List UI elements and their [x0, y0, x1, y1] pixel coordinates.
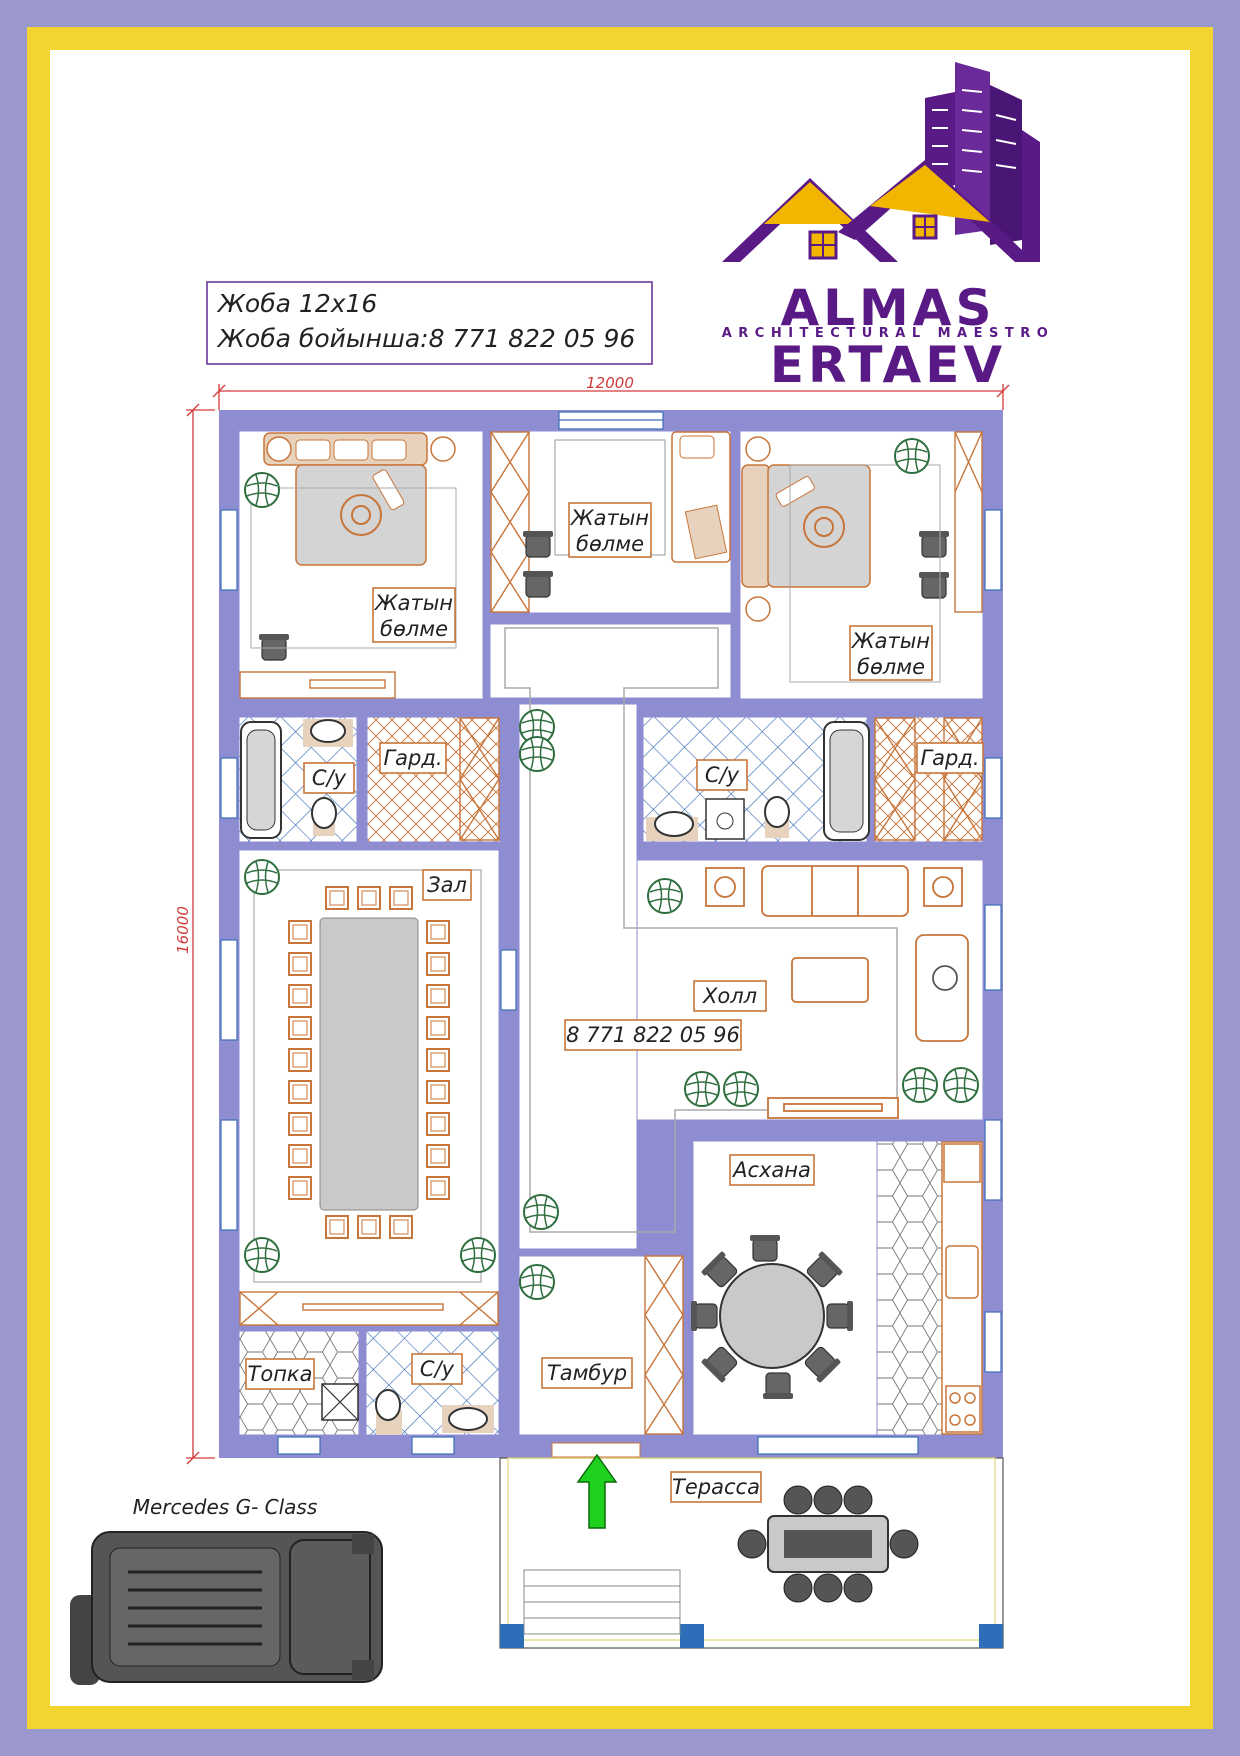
lobby-sofa-set: [705, 865, 969, 1119]
svg-text:8 771 822 05 96: 8 771 822 05 96: [566, 1023, 740, 1047]
brand-name-bottom: ERTAEV: [770, 336, 1006, 394]
svg-text:Асхана: Асхана: [731, 1158, 811, 1182]
project-contact-text: Жоба бойынша:8 771 822 05 96: [216, 324, 635, 353]
brand-tagline: ARCHITECTURAL MAESTRO: [722, 326, 1055, 341]
label-wardrobe-right: Гард.: [916, 742, 984, 774]
label-bedroom-center: Жатын бөлме: [568, 502, 652, 558]
windows: [220, 411, 1002, 1455]
corridor: [518, 703, 638, 1250]
dimension-width: [212, 384, 1010, 410]
project-info-box: Жоба 12х16 Жоба бойынша:8 771 822 05 96: [206, 281, 653, 365]
svg-text:бөлме: бөлме: [380, 617, 448, 641]
svg-text:Гард.: Гард.: [383, 746, 442, 770]
label-phone: 8 771 822 05 96: [564, 1019, 742, 1051]
bed-left: [263, 432, 456, 566]
dimension-height-label: 16000: [174, 906, 192, 954]
project-size-text: Жоба 12х16: [216, 289, 377, 318]
label-vestibule: Тамбур: [541, 1357, 633, 1389]
hall-dining-set: [253, 869, 482, 1283]
svg-text:Жатын: Жатын: [850, 629, 930, 653]
terrace-table-set: [737, 1485, 919, 1603]
label-bath-bottom: С/у: [411, 1353, 463, 1385]
svg-text:Жатын: Жатын: [373, 591, 453, 615]
svg-text:Холл: Холл: [702, 984, 757, 1008]
label-lobby: Холл: [693, 980, 767, 1012]
kitchen-counter: [941, 1141, 983, 1435]
svg-text:бөлме: бөлме: [857, 655, 925, 679]
label-terrace: Терасса: [670, 1471, 762, 1503]
wardrobe-closets: [239, 431, 983, 1435]
dimension-height: [186, 403, 215, 1465]
label-bedroom-right: Жатын бөлме: [849, 625, 933, 681]
bedroom-right-rug: [789, 464, 941, 683]
svg-text:бөлме: бөлме: [576, 532, 644, 556]
car-topview-icon: [70, 1531, 383, 1685]
label-bath-right: С/у: [696, 759, 748, 791]
svg-text:С/у: С/у: [312, 766, 347, 790]
svg-text:Тамбур: Тамбур: [547, 1361, 627, 1385]
company-logo: ALMAS ARCHITECTURAL MAESTRO ERTAEV: [722, 62, 1055, 394]
label-kitchen: Асхана: [729, 1154, 815, 1186]
entry-arrow-icon: [576, 1453, 618, 1529]
dimension-width-label: 12000: [586, 374, 634, 392]
bed-right: [741, 436, 871, 622]
brand-name-top: ALMAS: [780, 279, 995, 337]
svg-text:Топка: Топка: [248, 1362, 313, 1386]
room-labels: Жатын бөлме Жатын бөлме Жатын бөлме С/у …: [245, 502, 984, 1503]
svg-text:Терасса: Терасса: [672, 1475, 760, 1499]
svg-text:С/у: С/у: [705, 763, 740, 787]
room-wardrobe-left: [366, 716, 501, 843]
room-corridor-top: [489, 623, 732, 699]
room-wardrobe-right: [874, 716, 984, 843]
label-boiler: Топка: [245, 1358, 315, 1390]
bath-fixtures: [240, 719, 870, 1435]
svg-text:Зал: Зал: [427, 873, 467, 897]
bedroom-left-rug: [250, 487, 457, 649]
label-bath-left: С/у: [303, 762, 355, 794]
logo-house-roof-icon: [722, 160, 1035, 262]
car-label: Mercedes G- Class: [133, 1495, 318, 1519]
svg-text:Гард.: Гард.: [920, 746, 979, 770]
label-bedroom-left: Жатын бөлме: [372, 587, 456, 643]
kitchen-dining-set: [690, 1234, 854, 1400]
label-hall: Зал: [422, 869, 472, 901]
label-wardrobe-left: Гард.: [379, 742, 447, 774]
svg-text:С/у: С/у: [420, 1357, 455, 1381]
bed-center: [554, 431, 731, 563]
svg-text:Жатын: Жатын: [569, 506, 649, 530]
